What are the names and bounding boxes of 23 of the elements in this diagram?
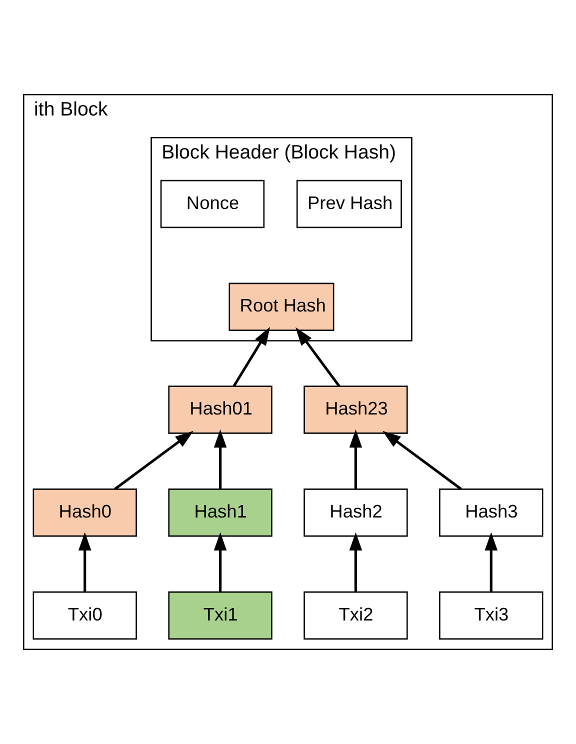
arrow (214, 429, 227, 490)
node-box: Hash2 (304, 488, 408, 537)
node-box: Txi3 (439, 591, 544, 640)
arrow (349, 429, 362, 490)
node-box: Prev Hash (296, 180, 402, 228)
node-box: Txi1 (168, 591, 272, 640)
node-box: Hash01 (168, 386, 272, 434)
arrow (296, 327, 340, 387)
arrow (232, 327, 270, 387)
node-box: Txi2 (304, 591, 408, 640)
arrow (78, 532, 92, 592)
arrow (114, 430, 194, 490)
node-box: Hash0 (32, 488, 137, 537)
node-box: Hash23 (304, 386, 408, 434)
arrow (214, 532, 227, 592)
node-box: Txi0 (32, 591, 137, 640)
arrow (382, 430, 462, 490)
node-box: Root Hash (228, 282, 334, 331)
arrow (349, 532, 362, 592)
node-box: Hash3 (439, 488, 544, 537)
node-box: Nonce (160, 180, 265, 228)
arrow (484, 532, 498, 592)
node-box: Hash1 (168, 488, 272, 537)
